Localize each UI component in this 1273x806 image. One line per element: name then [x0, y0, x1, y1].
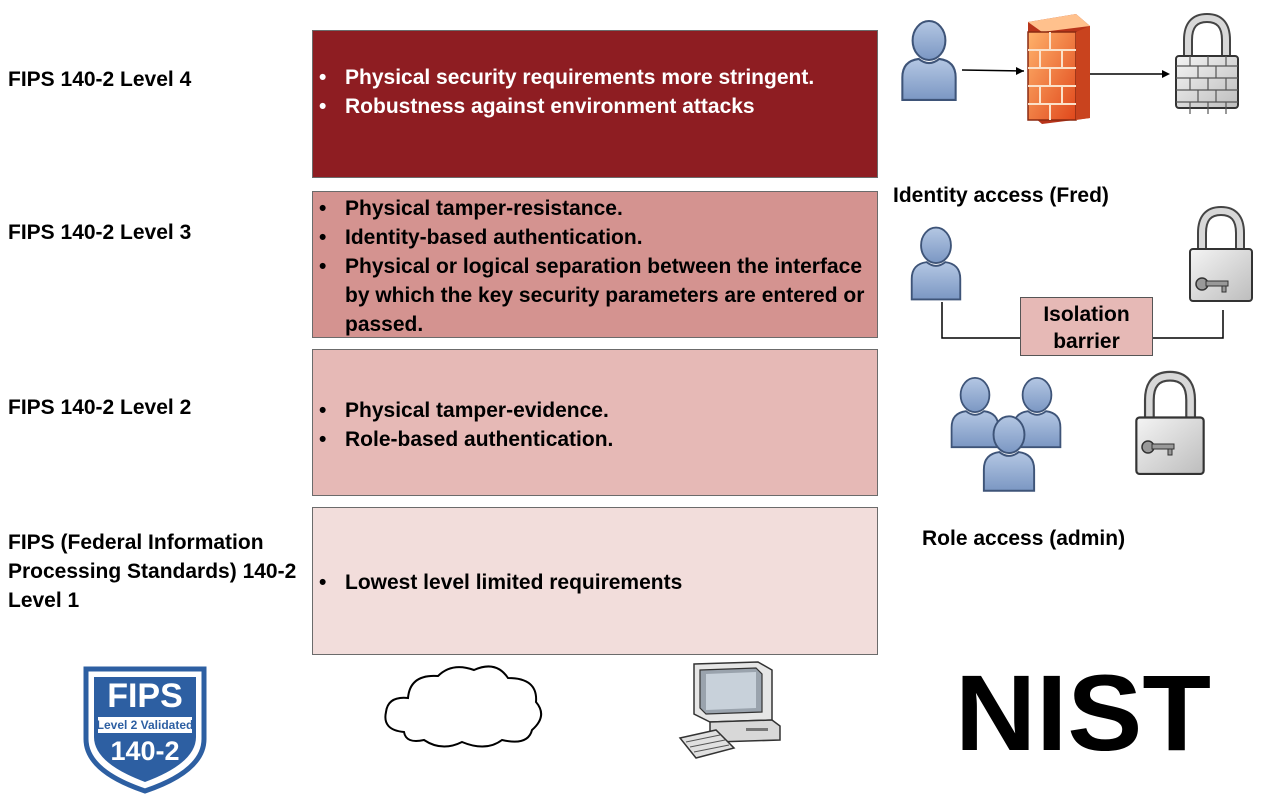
level-3-bullet: Physical tamper-resistance. — [319, 194, 877, 223]
level-3-bullet: Physical or logical separation between t… — [319, 252, 877, 339]
level-4-bullet: Robustness against environment attacks — [319, 92, 877, 121]
svg-text:NIST: NIST — [955, 668, 1211, 760]
level-4-box: Physical security requirements more stri… — [312, 30, 878, 178]
nist-logo-icon: NIST — [955, 668, 1211, 760]
level-1-box: Lowest level limited requirements — [312, 507, 878, 655]
level-1-label: FIPS (Federal Information Processing Sta… — [8, 531, 297, 612]
cloud-icon — [384, 665, 543, 748]
level-2-box: Physical tamper-evidence. Role-based aut… — [312, 349, 878, 496]
fips-badge-subtitle: Level 2 Validated — [96, 718, 194, 732]
padlock-key-icon — [1190, 211, 1252, 301]
level-4-bullet: Physical security requirements more stri… — [319, 63, 877, 92]
user-group-icon — [950, 376, 1062, 492]
level-3-box: Physical tamper-resistance. Identity-bas… — [312, 191, 878, 338]
level-2-bullet: Physical tamper-evidence. — [319, 396, 877, 425]
level-3-illustration — [910, 190, 1273, 339]
identity-access-caption: Identity access (Fred) — [893, 184, 1109, 207]
level-2-bullet: Role-based authentication. — [319, 425, 877, 454]
computer-icon — [678, 661, 781, 759]
user-icon — [901, 20, 957, 101]
padlock-icon — [1176, 18, 1238, 114]
level-3-label: FIPS 140-2 Level 3 — [8, 221, 192, 244]
level-1-bullet: Lowest level limited requirements — [319, 568, 877, 597]
fips-badge-icon: FIPS Level 2 Validated 140-2 — [80, 663, 210, 795]
fips-badge-number: 140-2 — [110, 736, 180, 766]
level-2-label: FIPS 140-2 Level 2 — [8, 396, 192, 419]
firewall-icon — [1027, 14, 1090, 124]
role-access-caption: Role access (admin) — [922, 527, 1126, 550]
level-2-illustration — [950, 355, 1240, 492]
level-4-label: FIPS 140-2 Level 4 — [8, 68, 192, 91]
user-icon — [910, 226, 962, 301]
padlock-key-icon — [1136, 376, 1203, 474]
level-3-bullet: Identity-based authentication. — [319, 223, 877, 252]
isolation-barrier: Isolation barrier — [1020, 297, 1153, 356]
level-4-illustration — [901, 0, 1273, 124]
fips-badge-title: FIPS — [107, 677, 183, 715]
